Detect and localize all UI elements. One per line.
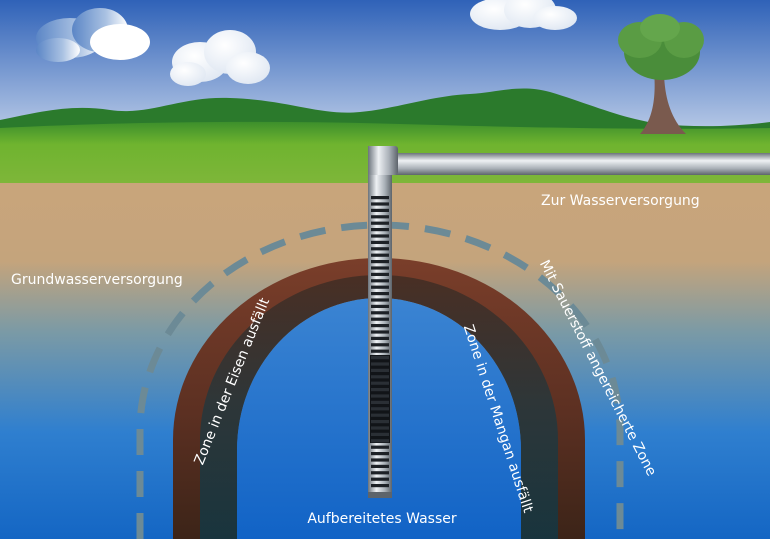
- screen-slot: [371, 272, 389, 276]
- screen-slot: [371, 413, 389, 417]
- screen-slot: [371, 253, 389, 257]
- screen-slot: [371, 336, 389, 340]
- screen-slot: [371, 471, 389, 475]
- tree-icon: [618, 14, 704, 134]
- label-treated-water: Aufbereitetes Wasser: [307, 511, 457, 527]
- screen-slot: [371, 394, 389, 398]
- screen-dark-section: [370, 355, 390, 443]
- screen-slot: [371, 298, 389, 302]
- screen-slot: [371, 202, 389, 206]
- screen-slot: [371, 215, 389, 219]
- screen-slot: [371, 400, 389, 404]
- oxygen-zone-boundary: [136, 221, 624, 539]
- screen-slot: [371, 247, 389, 251]
- screen-slot: [371, 420, 389, 424]
- screen-slot: [371, 381, 389, 385]
- screen-slot: [371, 266, 389, 270]
- screen-slot: [371, 343, 389, 347]
- screen-slot: [371, 426, 389, 430]
- screen-slot: [371, 330, 389, 334]
- screen-slot: [371, 324, 389, 328]
- screen-slot: [371, 439, 389, 443]
- screen-slot: [371, 484, 389, 488]
- screen-slot: [371, 234, 389, 238]
- cloud-left: [36, 8, 150, 62]
- screen-slot: [371, 285, 389, 289]
- screen-slot: [371, 375, 389, 379]
- screen-slot: [371, 388, 389, 392]
- screen-slot: [371, 432, 389, 436]
- screen-slot: [371, 208, 389, 212]
- screen-slot: [371, 221, 389, 225]
- screen-slot: [371, 452, 389, 456]
- screen-slot: [371, 279, 389, 283]
- screen-slot: [371, 240, 389, 244]
- screen-slot: [371, 368, 389, 372]
- screen-slot: [371, 228, 389, 232]
- screen-slot: [371, 317, 389, 321]
- screen-slot: [371, 407, 389, 411]
- screen-slot: [371, 477, 389, 481]
- cloud-center: [170, 30, 270, 86]
- screen-slot: [371, 458, 389, 462]
- screen-slot: [371, 464, 389, 468]
- screen-slot: [371, 292, 389, 296]
- screen-slot: [371, 311, 389, 315]
- screen-slot: [371, 196, 389, 200]
- manganese-zone: [200, 275, 558, 539]
- screen-slot: [371, 362, 389, 366]
- screen-slot: [371, 356, 389, 360]
- screen-slot: [371, 349, 389, 353]
- supply-pipe: [388, 153, 770, 175]
- screen-slot: [371, 445, 389, 449]
- screen-slot: [371, 304, 389, 308]
- well-screen: [370, 196, 390, 488]
- screen-slot: [371, 260, 389, 264]
- label-groundwater: Grundwasserversorgung: [11, 272, 183, 288]
- cloud-right: [470, 0, 577, 30]
- label-supply: Zur Wasserversorgung: [541, 193, 700, 209]
